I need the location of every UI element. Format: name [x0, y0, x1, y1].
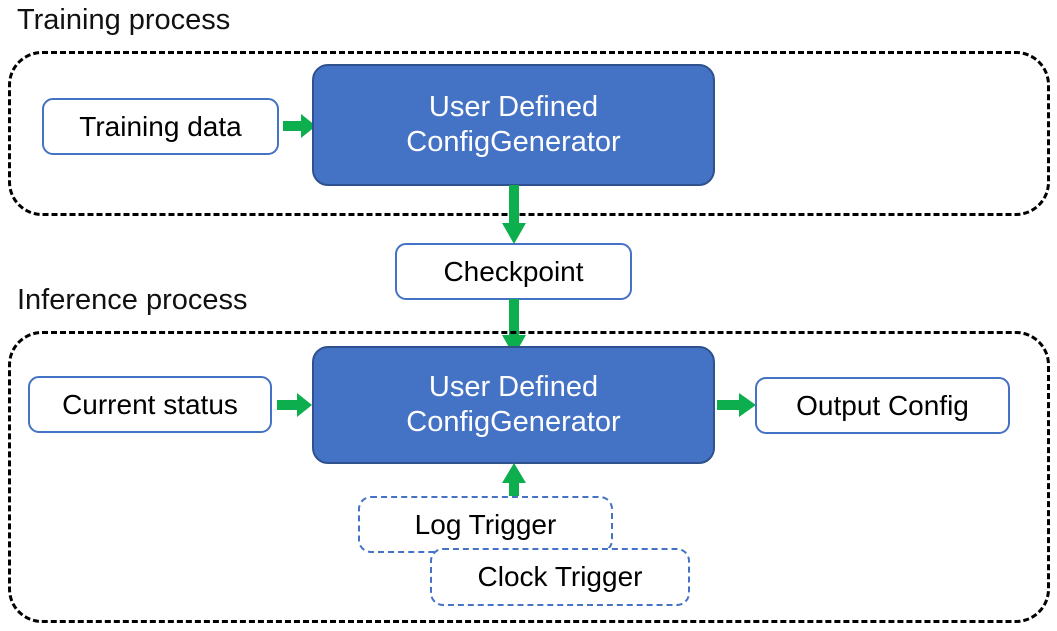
training-generator-label-line2: ConfigGenerator	[406, 126, 621, 158]
clock-trigger-label: Clock Trigger	[477, 561, 643, 592]
current-status-label: Current status	[62, 388, 238, 420]
log-trigger-box[interactable]: Log Trigger	[358, 496, 613, 553]
training-data-box[interactable]: Training data	[42, 98, 279, 155]
training-process-container	[8, 51, 1050, 216]
output-config-box[interactable]: Output Config	[755, 377, 1010, 434]
arrow-trigger-to-generator	[501, 463, 527, 501]
inference-generator-label-line2: ConfigGenerator	[406, 406, 621, 438]
training-data-label: Training data	[79, 110, 242, 142]
arrow-training-data-to-generator	[283, 111, 317, 141]
training-generator-label-line1: User Defined	[428, 91, 599, 123]
inference-config-generator-box[interactable]: User Defined ConfigGenerator	[312, 346, 715, 464]
log-trigger-label: Log Trigger	[414, 508, 557, 540]
arrow-generator-to-output-config	[717, 390, 757, 420]
arrow-generator-to-checkpoint	[501, 185, 527, 245]
arrow-checkpoint-to-inference-generator	[501, 299, 527, 357]
inference-process-caption: Inference process	[17, 284, 248, 316]
inference-generator-label-line1: User Defined	[428, 371, 599, 403]
arrow-current-status-to-generator	[277, 390, 313, 420]
checkpoint-box[interactable]: Checkpoint	[395, 243, 632, 300]
clock-trigger-box[interactable]: Clock Trigger	[430, 548, 690, 606]
training-config-generator-box[interactable]: User Defined ConfigGenerator	[312, 64, 715, 186]
training-process-caption: Training process	[17, 4, 231, 36]
output-config-label: Output Config	[796, 389, 969, 421]
inference-process-container	[8, 331, 1050, 623]
checkpoint-label: Checkpoint	[443, 255, 584, 287]
current-status-box[interactable]: Current status	[28, 376, 272, 433]
